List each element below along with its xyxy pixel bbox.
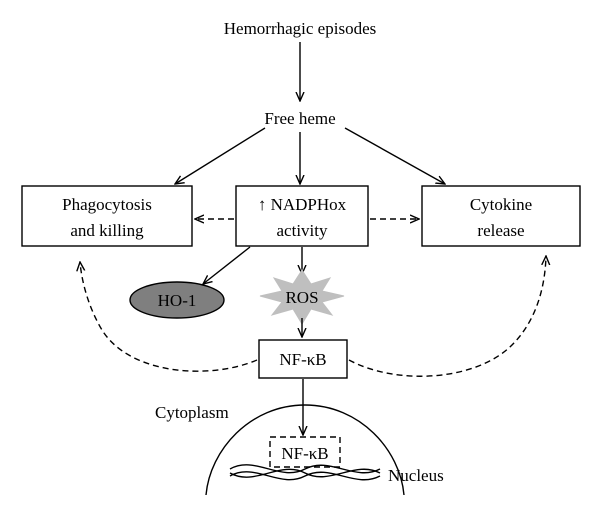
hemorrhagic-episodes-label: Hemorrhagic episodes bbox=[224, 19, 376, 38]
nfkb-nucleus-box bbox=[269, 436, 341, 468]
ho1-ellipse bbox=[129, 281, 225, 319]
cytoplasm-label: Cytoplasm bbox=[155, 403, 229, 422]
nadphox-line1: ↑ NADPHox bbox=[258, 195, 347, 214]
nadphox-box bbox=[235, 185, 369, 247]
arrow-nadphox-to-ho1 bbox=[203, 246, 251, 284]
phagocytosis-box bbox=[21, 185, 193, 247]
ho1-label: HO-1 bbox=[158, 291, 197, 310]
phagocytosis-line1: Phagocytosis bbox=[62, 195, 152, 214]
nadphox-line2: activity bbox=[277, 221, 328, 240]
arrow-heme-to-phagocytosis bbox=[175, 127, 266, 184]
dna-strand-2 bbox=[229, 468, 381, 478]
dna-strand-3 bbox=[229, 471, 381, 481]
cytokine-line2: release bbox=[477, 221, 524, 240]
phagocytosis-line2: and killing bbox=[70, 221, 144, 240]
cytokine-line1: Cytokine bbox=[470, 195, 532, 214]
nucleus-membrane bbox=[205, 404, 405, 496]
nfkb-cytoplasm-label: NF-κB bbox=[279, 350, 326, 369]
arrow-heme-to-cytokine bbox=[344, 127, 445, 184]
free-heme-label: Free heme bbox=[264, 109, 335, 128]
ros-label: ROS bbox=[285, 288, 318, 307]
nfkb-cytoplasm-box bbox=[258, 339, 348, 379]
nucleus-label: Nucleus bbox=[388, 466, 444, 485]
dashed-curve-nfkb-to-cytokine bbox=[348, 256, 546, 377]
cytokine-box bbox=[421, 185, 581, 247]
dna-strand-1 bbox=[229, 464, 381, 474]
nfkb-nucleus-label: NF-κB bbox=[281, 444, 328, 463]
dashed-curve-nfkb-to-phagocytosis bbox=[80, 262, 258, 372]
